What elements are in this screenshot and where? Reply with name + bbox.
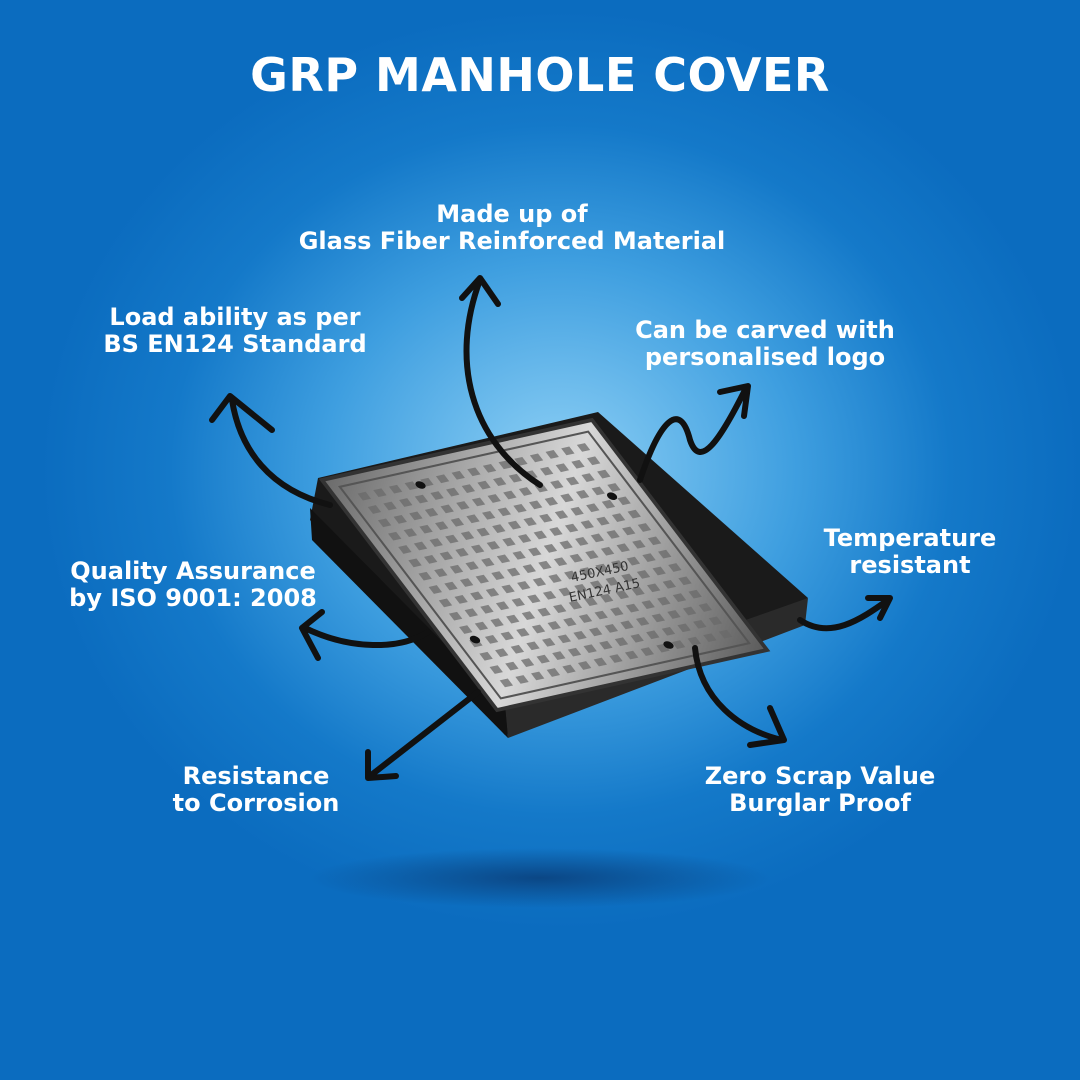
arrow-quality	[299, 609, 431, 661]
feature-line: BS EN124 Standard	[103, 330, 367, 358]
arrow-load	[209, 393, 333, 508]
feature-line: Can be carved with	[635, 316, 895, 344]
feature-line: Burglar Proof	[729, 789, 911, 817]
feature-corrosion: Resistance to Corrosion	[146, 763, 366, 817]
arrow-temperature	[797, 595, 893, 632]
feature-quality: Quality Assurance by ISO 9001: 2008	[48, 558, 338, 612]
feature-temperature: Temperature resistant	[810, 525, 1010, 579]
feature-line: Made up of	[436, 200, 588, 228]
feature-line: by ISO 9001: 2008	[69, 584, 317, 612]
feature-logo: Can be carved with personalised logo	[610, 317, 920, 371]
feature-line: Zero Scrap Value	[704, 762, 936, 790]
cover-shadow	[310, 848, 770, 908]
feature-line: to Corrosion	[172, 789, 340, 817]
feature-line: Resistance	[182, 762, 330, 790]
feature-load: Load ability as per BS EN124 Standard	[80, 304, 390, 358]
feature-material: Made up of Glass Fiber Reinforced Materi…	[262, 201, 762, 255]
page-title: GRP MANHOLE COVER	[250, 48, 830, 102]
arrow-corrosion	[365, 689, 481, 781]
feature-line: Temperature	[823, 524, 997, 552]
feature-line: personalised logo	[644, 343, 886, 371]
arrow-scrap	[692, 645, 787, 748]
feature-line: Quality Assurance	[70, 557, 316, 585]
cover-side-left	[310, 508, 508, 738]
cover-pattern: (function(){var g=document.currentScript…	[357, 443, 733, 688]
feature-line: resistant	[849, 551, 971, 579]
feature-line: Glass Fiber Reinforced Material	[298, 227, 726, 255]
feature-line: Load ability as per	[109, 303, 361, 331]
arrow-material	[459, 275, 543, 488]
arrow-logo	[637, 383, 751, 483]
feature-scrap: Zero Scrap Value Burglar Proof	[680, 763, 960, 817]
